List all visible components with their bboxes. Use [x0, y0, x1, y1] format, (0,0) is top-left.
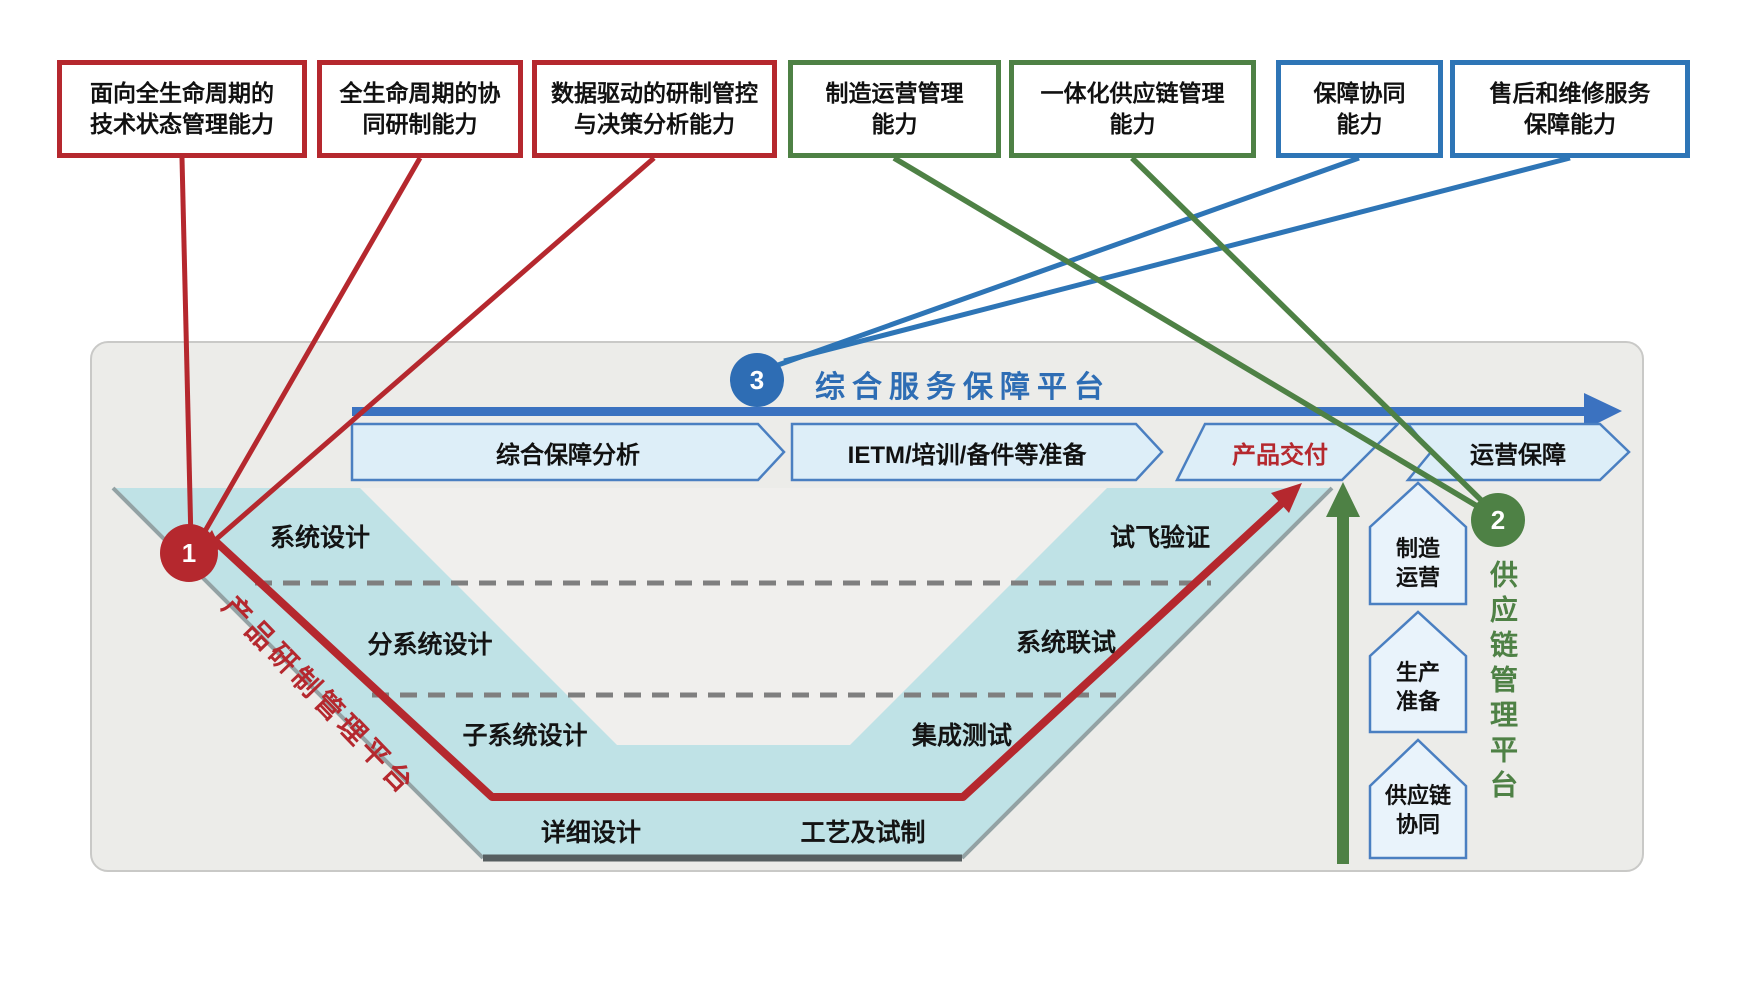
- capability-box-line: 制造运营管理: [825, 80, 964, 106]
- house-label-line: 供应链: [1384, 783, 1451, 808]
- stage-label-system-joint-test: 系统联试: [1015, 629, 1116, 657]
- capability-box-line: 能力: [1336, 111, 1383, 137]
- dev-route-arrowhead: [1271, 483, 1302, 513]
- house-label-manufacturing: 制造 运营: [1372, 534, 1464, 592]
- house-manufacturing: [1368, 481, 1468, 606]
- house-label-line: 生产: [1395, 660, 1440, 685]
- dev-route-path: [211, 489, 1297, 801]
- service-platform-label: 综合服务保障平台: [815, 371, 1111, 404]
- capability-box-data-driven: 数据驱动的研制管控 与决策分析能力: [532, 60, 777, 158]
- stage-label-system-design: 系统设计: [269, 524, 370, 552]
- stage-label-subsystem-design: 分系统设计: [367, 631, 493, 659]
- supply-arrow-shaft: [1337, 508, 1349, 864]
- chevron-ietm-prep: [790, 422, 1164, 482]
- capability-box-supply-chain: 一体化供应链管理 能力: [1009, 60, 1256, 158]
- capability-box-line: 面向全生命周期的: [90, 80, 274, 106]
- chevron-product-delivery: [1174, 422, 1402, 482]
- chevron-support-analysis: [350, 422, 786, 482]
- house-label-production-prep: 生产 准备: [1372, 658, 1464, 716]
- badge-3-number: 3: [749, 364, 765, 395]
- red-connector-3: [203, 156, 656, 551]
- supply-arrow-head: [1326, 482, 1360, 517]
- stage-label-process-trial: 工艺及试制: [800, 819, 926, 847]
- capability-box-line: 能力: [1109, 111, 1156, 137]
- capability-box-support-collab: 保障协同 能力: [1276, 60, 1443, 158]
- green-connector-1: [892, 155, 1479, 509]
- capability-box-line: 技术状态管理能力: [90, 111, 274, 137]
- scm-platform-label: 供应链管理平台: [1487, 560, 1518, 805]
- capability-box-line: 一体化供应链管理: [1040, 80, 1225, 106]
- chevron-label-operation-support: 运营保障: [1470, 441, 1566, 469]
- stage-label-integration-test: 集成测试: [911, 722, 1012, 750]
- capability-box-collab-dev: 全生命周期的协 同研制能力: [317, 60, 523, 158]
- badge-2-number: 2: [1490, 504, 1506, 535]
- house-label-line: 制造: [1395, 536, 1440, 561]
- house-label-supply-collab: 供应链 协同: [1372, 781, 1464, 839]
- capability-box-line: 数据驱动的研制管控: [551, 80, 758, 106]
- capability-box-mfg-ops: 制造运营管理 能力: [788, 60, 1001, 158]
- capability-box-line: 与决策分析能力: [574, 111, 735, 137]
- capability-box-line: 保障协同: [1313, 80, 1406, 106]
- house-label-line: 准备: [1395, 689, 1440, 714]
- v-band-inner-gap: [360, 488, 1107, 745]
- badge-1-number: 1: [181, 537, 197, 568]
- chevron-label-product-delivery: 产品交付: [1232, 441, 1328, 469]
- house-production-prep: [1368, 610, 1468, 734]
- capability-box-lifecycle-config: 面向全生命周期的 技术状态管理能力: [57, 60, 307, 158]
- service-arrow-head: [1584, 393, 1622, 430]
- house-label-line: 运营: [1395, 565, 1440, 590]
- capability-box-line: 同研制能力: [362, 111, 478, 137]
- stage-label-detailed-design: 详细设计: [540, 819, 641, 847]
- chevron-label-support-analysis: 综合保障分析: [496, 441, 640, 469]
- stage-label-component-design: 子系统设计: [462, 722, 588, 750]
- red-connector-2: [194, 156, 423, 547]
- v-band-right-edge: [960, 486, 1334, 860]
- capability-box-line: 能力: [871, 111, 918, 137]
- green-connector-2: [1130, 156, 1483, 502]
- house-supply-collab: [1368, 738, 1468, 860]
- badge-1: 1: [160, 524, 218, 582]
- red-connector-1: [179, 157, 194, 543]
- badge-3: 3: [730, 353, 784, 407]
- blue-connector-2: [783, 155, 1571, 364]
- capability-box-after-sales: 售后和维修服务 保障能力: [1450, 60, 1690, 158]
- stage-label-flight-test: 试飞验证: [1109, 524, 1210, 552]
- capability-box-line: 全生命周期的协: [339, 80, 501, 106]
- house-label-line: 协同: [1395, 812, 1440, 837]
- badge-2: 2: [1471, 493, 1525, 547]
- capability-box-line: 保障能力: [1524, 111, 1616, 137]
- capability-box-line: 售后和维修服务: [1489, 80, 1651, 106]
- chevron-label-ietm-prep: IETM/培训/备件等准备: [847, 441, 1087, 469]
- service-arrow-shaft: [352, 407, 1584, 416]
